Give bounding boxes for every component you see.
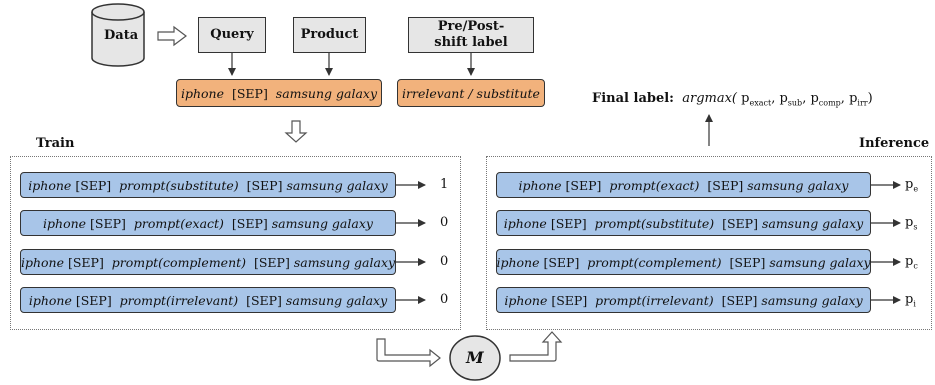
row-prompt: prompt(exact) — [609, 177, 700, 193]
row-sep: [SEP] — [550, 215, 587, 231]
train-output-3: 0 — [440, 254, 449, 269]
row-prompt: prompt(irrelevant) — [119, 292, 239, 308]
row-sep: [SEP] — [75, 177, 112, 193]
train-output-4: 0 — [440, 292, 449, 307]
row-sep: [SEP] — [246, 177, 283, 193]
row-product: samsung galaxy — [761, 292, 863, 308]
row-prompt: prompt(substitute) — [119, 177, 239, 193]
inference-output-3: pc — [905, 254, 918, 271]
model-label: M — [466, 348, 484, 367]
row-sep: [SEP] — [246, 292, 282, 308]
row-query: iphone — [28, 177, 72, 193]
row-prompt: prompt(substitute) — [594, 215, 715, 231]
row-sep: [SEP] — [722, 215, 758, 231]
row-product: samsung galaxy — [747, 177, 849, 193]
row-product: samsung galaxy — [286, 177, 388, 193]
row-product: samsung galaxy — [271, 215, 373, 231]
example-label-text: irrelevant / substitute — [402, 85, 540, 101]
row-query: iphone — [496, 254, 540, 270]
query-box-label: Query — [210, 27, 254, 42]
hollow-arrow-to-model-icon — [376, 338, 441, 368]
inference-row-3: iphone [SEP] prompt(complement) [SEP] sa… — [496, 249, 871, 275]
train-row-3: iphone [SEP] prompt(complement) [SEP] sa… — [20, 249, 396, 275]
row-sep: [SEP] — [721, 292, 758, 308]
inference-title: Inference — [859, 136, 930, 151]
row-sep: [SEP] — [253, 254, 290, 270]
row-sep: [SEP] — [75, 292, 112, 308]
row-query: iphone — [518, 177, 562, 193]
example-product: samsung galaxy — [275, 85, 378, 101]
product-box: Product — [293, 17, 366, 53]
final-label-p-exact: pexact — [741, 91, 772, 108]
row-prompt: prompt(complement) — [111, 254, 247, 270]
row-prompt: prompt(irrelevant) — [595, 292, 714, 308]
row-sep: [SEP] — [543, 254, 580, 270]
row-query: iphone — [28, 292, 72, 308]
train-row-4: iphone [SEP] prompt(irrelevant) [SEP] sa… — [20, 287, 396, 313]
row-prompt: prompt(complement) — [587, 254, 722, 270]
row-product: samsung galaxy — [769, 254, 871, 270]
model-circle — [449, 335, 501, 381]
example-label-box: irrelevant / substitute — [397, 79, 545, 107]
row-sep: [SEP] — [231, 215, 268, 231]
row-sep: [SEP] — [67, 254, 104, 270]
data-cylinder-icon — [91, 3, 145, 67]
train-row-2: iphone [SEP] prompt(exact) [SEP] samsung… — [20, 210, 396, 236]
example-query: iphone — [180, 85, 225, 101]
train-panel — [10, 156, 461, 330]
product-box-label: Product — [300, 27, 359, 42]
train-output-2: 0 — [440, 215, 449, 230]
example-input-box: iphone [SEP] samsung galaxy — [176, 79, 382, 107]
final-label-func: argmax( — [682, 91, 738, 106]
inference-row-2: iphone [SEP] prompt(substitute) [SEP] sa… — [496, 210, 871, 236]
train-title: Train — [36, 136, 75, 151]
hollow-arrow-down-icon — [284, 120, 308, 143]
final-label-prefix: Final label: — [592, 91, 674, 106]
row-product: samsung galaxy — [761, 215, 864, 231]
hollow-arrow-right-icon — [157, 25, 187, 47]
train-row-1: iphone [SEP] prompt(substitute) [SEP] sa… — [20, 172, 396, 198]
inference-row-1: iphone [SEP] prompt(exact) [SEP] samsung… — [496, 172, 871, 198]
query-box: Query — [198, 17, 266, 53]
final-label-p-irr: pirr — [849, 91, 868, 108]
final-label-p-comp: pcomp — [810, 91, 841, 108]
inference-output-2: ps — [905, 215, 918, 232]
row-query: iphone — [504, 292, 548, 308]
label-box-label: Pre/Post-shift label — [434, 19, 508, 50]
hollow-arrow-to-inference-icon — [509, 331, 563, 362]
row-product: samsung galaxy — [293, 254, 396, 270]
inference-row-4: iphone [SEP] prompt(irrelevant) [SEP] sa… — [496, 287, 871, 313]
row-product: samsung galaxy — [285, 292, 388, 308]
train-output-1: 1 — [440, 177, 449, 192]
row-sep: [SEP] — [729, 254, 766, 270]
row-query: iphone — [43, 215, 87, 231]
row-sep: [SEP] — [551, 292, 588, 308]
row-prompt: prompt(exact) — [133, 215, 224, 231]
final-label: Final label: argmax( pexact, psub, pcomp… — [592, 91, 873, 108]
inference-panel — [486, 156, 932, 330]
row-sep: [SEP] — [90, 215, 126, 231]
data-label: Data — [104, 28, 139, 43]
final-label-p-sub: psub — [779, 91, 803, 108]
row-sep: [SEP] — [707, 177, 744, 193]
inference-output-4: pi — [905, 292, 916, 309]
row-sep: [SEP] — [565, 177, 602, 193]
row-query: iphone — [503, 215, 547, 231]
label-box: Pre/Post-shift label — [408, 17, 534, 53]
row-query: iphone — [20, 254, 64, 270]
example-sep: [SEP] — [231, 85, 268, 101]
inference-output-1: pe — [905, 177, 919, 194]
